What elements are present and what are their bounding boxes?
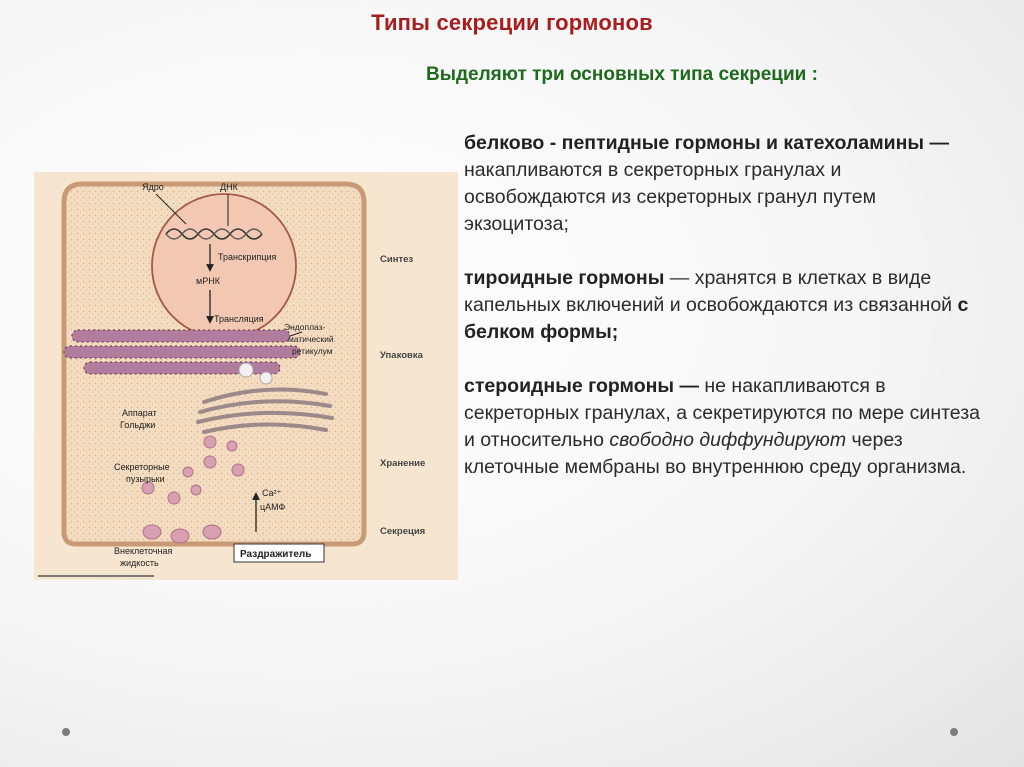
term-steroid: стероидные гормоны — bbox=[464, 375, 699, 397]
nucleus-pointer bbox=[155, 193, 187, 225]
slide-title: Типы секреции гормонов bbox=[371, 10, 653, 35]
stage-storage: Хранение bbox=[380, 458, 425, 469]
desc-thyroid: — хранятся в клетках в виде капельных вк… bbox=[464, 267, 958, 316]
term-peptide: белково - пептидные гормоны и катехолами… bbox=[464, 132, 949, 154]
corner-dot-left bbox=[62, 728, 70, 736]
label-mrna: мРНК bbox=[196, 276, 221, 286]
label-er-2: матический bbox=[288, 334, 334, 344]
stimulus-box bbox=[233, 543, 325, 563]
label-translation: Трансляция bbox=[214, 314, 264, 324]
label-extracellular-2: жидкость bbox=[120, 558, 159, 568]
corner-dot-right bbox=[950, 728, 958, 736]
label-stimulus: Раздражитель bbox=[240, 549, 311, 560]
secretion-types-text: белково - пептидные гормоны и катехолами… bbox=[464, 130, 984, 508]
paragraph-steroid: стероидные гормоны — не накапливаются в … bbox=[464, 373, 984, 481]
golgi-apparatus bbox=[196, 387, 334, 434]
stage-secretion: Секреция bbox=[380, 526, 425, 537]
stage-synthesis: Синтез bbox=[380, 254, 413, 265]
desc-peptide: накапливаются в секреторных гранулах и о… bbox=[464, 159, 877, 235]
paragraph-thyroid: тироидные гормоны — хранятся в клетках в… bbox=[464, 265, 984, 346]
label-vesicles-1: Секреторные bbox=[114, 462, 170, 472]
label-vesicles-2: пузырьки bbox=[126, 474, 165, 484]
term-thyroid-bound: с белком формы; bbox=[464, 294, 969, 343]
label-transcription: Транскрипция bbox=[218, 252, 276, 262]
label-camp: цАМФ bbox=[260, 502, 286, 512]
label-er-3: ретикулум bbox=[292, 346, 333, 356]
slide-subtitle: Выделяют три основных типа секреции : bbox=[426, 64, 818, 85]
exocytosis-granules bbox=[142, 524, 222, 544]
label-golgi-1: Аппарат bbox=[122, 408, 157, 418]
paragraph-peptide: белково - пептидные гормоны и катехолами… bbox=[464, 130, 984, 238]
stage-packaging: Упаковка bbox=[380, 350, 424, 361]
desc-steroid: не накапливаются в секреторных гранулах,… bbox=[464, 375, 980, 451]
dna-helix-strand-icon bbox=[165, 228, 263, 240]
desc-steroid-end: через клеточные мембраны во внутреннюю с… bbox=[464, 429, 967, 478]
term-thyroid: тироидные гормоны bbox=[464, 267, 665, 289]
label-golgi-2: Гольджи bbox=[120, 420, 155, 430]
transport-vesicle bbox=[259, 371, 273, 385]
label-ca: Ca²⁺ bbox=[262, 488, 282, 498]
endoplasmic-reticulum bbox=[63, 329, 301, 375]
label-nucleus: Ядро bbox=[142, 182, 164, 192]
label-er-1: Эндоплаз- bbox=[284, 322, 326, 332]
label-dna: ДНК bbox=[220, 182, 239, 192]
secretory-vesicles bbox=[141, 435, 245, 505]
label-extracellular-1: Внеклеточная bbox=[114, 546, 172, 556]
cell-secretion-diagram: Ядро ДНК Транскрипция мРНК Трансляция Эн… bbox=[34, 172, 458, 580]
transport-vesicle bbox=[238, 362, 254, 378]
er-pointer bbox=[289, 331, 303, 337]
desc-steroid-italic: свободно диффундируют bbox=[609, 429, 847, 451]
